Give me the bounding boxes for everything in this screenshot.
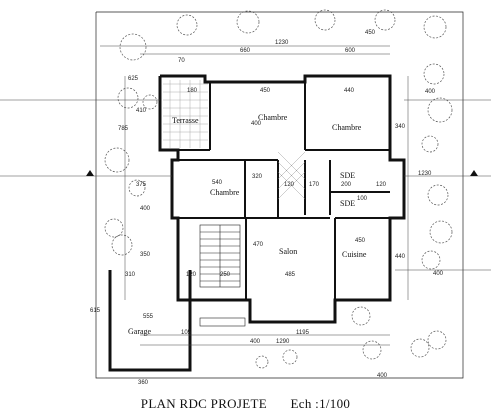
room-labels: Terrasse Chambre Chambre Chambre SDE SDE… <box>128 113 367 336</box>
plan-caption: PLAN RDC PROJETE Ech :1/100 <box>0 396 491 412</box>
dim-right-400a: 400 <box>425 89 436 95</box>
dim-stair-120: 120 <box>186 272 197 278</box>
dim-170: 170 <box>309 182 320 188</box>
dim-top-right: 600 <box>345 48 356 54</box>
dim-salon-485: 485 <box>285 272 296 278</box>
dim-cuisine-450: 450 <box>355 238 366 244</box>
dim-left-400: 400 <box>140 206 151 212</box>
room-label-cuisine: Cuisine <box>342 250 367 259</box>
dim-right-340: 340 <box>395 124 406 130</box>
dim-left-410: 410 <box>136 108 147 114</box>
room-label-garage: Garage <box>128 327 152 336</box>
dim-right-440: 440 <box>395 254 406 260</box>
dim-chambre3-width: 440 <box>344 88 355 94</box>
dim-left-785: 785 <box>118 126 129 132</box>
dim-120b: 120 <box>376 182 387 188</box>
dim-right-400b: 400 <box>433 271 444 277</box>
dim-chambre1-height: 400 <box>251 121 262 127</box>
staircase <box>199 224 241 288</box>
plan-scale: Ech :1/100 <box>290 396 351 411</box>
dim-garage-310: 310 <box>125 272 136 278</box>
dim-sde-100: 100 <box>357 196 368 202</box>
dim-bottom-400b: 400 <box>377 373 388 379</box>
room-label-salon: Salon <box>279 247 297 256</box>
plan-title: PLAN RDC PROJETE <box>140 396 267 411</box>
dim-garage-615: 615 <box>90 308 101 314</box>
dim-top-total: 1230 <box>275 40 289 46</box>
terrace-tiles <box>163 80 208 148</box>
dim-320: 320 <box>252 174 263 180</box>
dim-left-625: 625 <box>128 76 139 82</box>
dim-bottom-400: 400 <box>250 339 261 345</box>
dim-right-1230: 1230 <box>418 171 432 177</box>
section-arrows <box>86 170 478 176</box>
room-label-sde1: SDE <box>340 171 355 180</box>
room-label-sde2: SDE <box>340 199 355 208</box>
dimension-lines <box>100 45 409 346</box>
kitchen-counter <box>199 317 246 327</box>
property-boundary <box>95 11 464 379</box>
room-label-terrasse: Terrasse <box>172 116 199 125</box>
dim-chambre1-width: 450 <box>260 88 271 94</box>
dim-garage-350: 350 <box>140 252 151 258</box>
garage-walls <box>108 270 192 372</box>
dim-top-left: 660 <box>240 48 251 54</box>
dim-bottom-1290: 1290 <box>276 339 290 345</box>
dim-chambre2-width: 540 <box>212 180 223 186</box>
dim-left-375: 375 <box>136 182 147 188</box>
room-label-chambre2: Chambre <box>210 188 240 197</box>
dim-bottom-1195: 1195 <box>296 330 310 336</box>
dim-salon-470: 470 <box>253 242 264 248</box>
hall-tiles <box>277 151 306 200</box>
dim-terrace-width: 180 <box>187 88 198 94</box>
dim-120a: 120 <box>284 182 295 188</box>
dim-stair-250: 250 <box>220 272 231 278</box>
dim-garage-555: 555 <box>143 314 154 320</box>
tree-icons <box>104 9 453 369</box>
room-label-chambre1: Chambre <box>258 113 288 122</box>
dim-bottom-105: 105 <box>181 330 192 336</box>
dim-top-450: 450 <box>365 30 376 36</box>
dim-bottom-360: 360 <box>138 380 149 386</box>
dimension-labels: 1230 660 600 70 450 180 450 440 400 625 … <box>90 30 444 386</box>
dim-top-70: 70 <box>178 58 185 64</box>
room-label-chambre3: Chambre <box>332 123 362 132</box>
dim-200: 200 <box>341 182 352 188</box>
